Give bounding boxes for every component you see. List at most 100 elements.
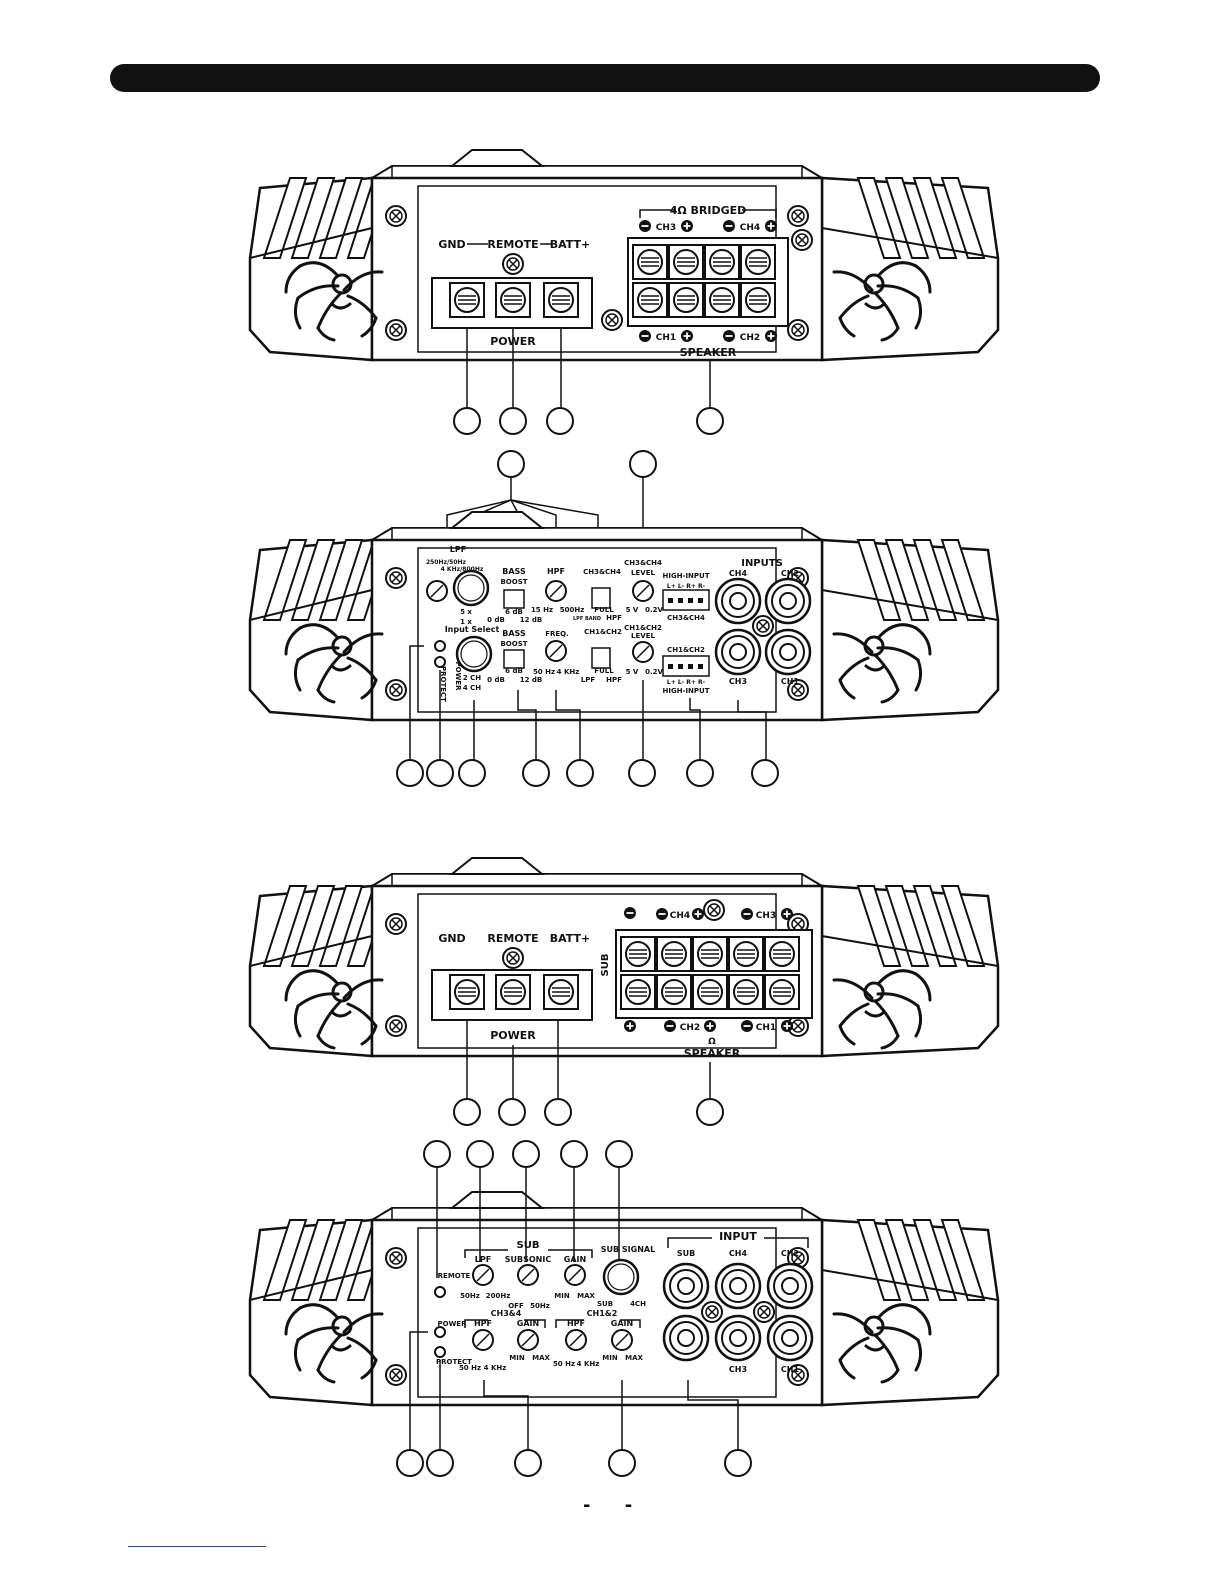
speaker-terminal-icon [632, 244, 668, 280]
heatsink-cap [449, 149, 545, 167]
screw-icon [385, 567, 407, 589]
protect-led [434, 1346, 446, 1358]
callout-circle [426, 759, 454, 787]
heatsink-fin [884, 885, 930, 967]
hz200-label: 200Hz [486, 1292, 511, 1300]
remote-led [434, 1286, 446, 1298]
heatsink-fin [856, 539, 902, 621]
minus-icon [655, 907, 669, 921]
speaker-terminal-icon [704, 282, 740, 318]
connector-pin [698, 664, 703, 669]
high-input-label: HIGH-INPUT [662, 687, 709, 695]
subsonic-knob [517, 1264, 539, 1286]
remote-led-label: REMOTE [438, 1272, 471, 1280]
db6-label: 6 dB [505, 608, 523, 616]
hpf-switch-label: HPF [606, 614, 622, 622]
input-ch3-label: CH3 [729, 1365, 747, 1374]
hpf-label: HPF [567, 1319, 585, 1328]
bass-boost-switch [503, 649, 525, 669]
callout-circle [498, 1098, 526, 1126]
hpf-label: HPF [547, 567, 565, 576]
heatsink-fin [912, 1219, 958, 1301]
heatsink-fin [884, 539, 930, 621]
power-led [434, 1326, 446, 1338]
off-label: OFF [508, 1302, 524, 1310]
min-label: MIN [509, 1354, 525, 1362]
ch2-label: CH2 [680, 1023, 700, 1033]
callout-circle [605, 1140, 633, 1168]
high-input-connector [662, 589, 710, 611]
bracket [764, 1237, 809, 1248]
power-led [434, 640, 446, 652]
khz4-label: 4 KHz [557, 668, 580, 676]
min-label: MIN [602, 1354, 618, 1362]
gnd-label: GND [438, 932, 465, 945]
bridged-label: 4Ω BRIDGED [670, 204, 747, 217]
speaker-terminal-icon [728, 974, 764, 1010]
db6-label: 6 dB [505, 667, 523, 675]
screw-icon [385, 319, 407, 341]
callout-circle [544, 1098, 572, 1126]
lr-label: L+ L- R+ R- [667, 679, 706, 686]
heatsink-fin [856, 885, 902, 967]
ch4-label: CH4 [740, 223, 760, 233]
input-ch4-label: CH4 [729, 569, 748, 578]
max-label: MAX [532, 1354, 550, 1362]
filter-mode-switch [591, 587, 611, 609]
sub-lpf-knob [472, 1264, 494, 1286]
high-input-label: HIGH-INPUT [662, 572, 709, 580]
rca-ch1-jack [766, 1314, 814, 1362]
batt-terminal-icon [543, 282, 579, 318]
heatsink-fin [940, 177, 986, 259]
connector-pin [678, 664, 683, 669]
max-label: MAX [625, 1354, 643, 1362]
callout-circle [499, 407, 527, 435]
bracket [548, 1249, 593, 1258]
heatsink-fin [940, 539, 986, 621]
gnd-terminal-icon [449, 282, 485, 318]
ch12-high-label: CH1&CH2 [667, 646, 705, 654]
speaker-terminal-icon [728, 936, 764, 972]
speaker-terminal-icon [632, 282, 668, 318]
speaker-terminal-icon [764, 974, 800, 1010]
leader-line [737, 700, 767, 760]
full-label: FULL [594, 667, 614, 675]
bracket [464, 1249, 508, 1258]
footer-link-underline [128, 1546, 266, 1547]
screw-icon [701, 1301, 723, 1323]
bracket [464, 1319, 488, 1328]
callout-circle [751, 759, 779, 787]
callout-circle [608, 1449, 636, 1477]
ch34-high-label: CH3&CH4 [667, 614, 705, 622]
filter-mode-switch [591, 647, 611, 669]
input-ch2-label: CH2 [781, 569, 799, 578]
heatsink-fin [262, 1219, 308, 1301]
gnd-label: GND [438, 238, 465, 251]
callout-circle [423, 1140, 451, 1168]
plus-icon [680, 219, 694, 233]
gnd-terminal-icon [449, 974, 485, 1010]
ch34-gain-knob [517, 1329, 539, 1351]
db0-label: 0 dB [487, 676, 505, 684]
screw-icon [787, 205, 809, 227]
speaker-terminal-icon [668, 244, 704, 280]
protect-led-label: PROTECT [436, 1358, 472, 1366]
hz50-label: 50Hz [460, 1292, 480, 1300]
hz50-label: 50 Hz [459, 1364, 481, 1372]
gain-label: GAIN [611, 1319, 633, 1328]
khz4-label: 4 KHz [577, 1360, 600, 1368]
hz50-label: 50 Hz [553, 1360, 575, 1368]
minus-icon [722, 329, 736, 343]
lpf-label: LPF [475, 1255, 491, 1264]
4ch-label: 4 CH [463, 684, 481, 692]
screw-icon [385, 1015, 407, 1037]
heatsink-fin [290, 177, 336, 259]
wing-edge [249, 589, 373, 621]
speaker-terminal-icon [764, 936, 800, 972]
plus-icon [680, 329, 694, 343]
rca-sub-jack [662, 1262, 710, 1310]
remote-terminal-icon [495, 282, 531, 318]
level-label: LEVEL [631, 632, 655, 640]
ch12-gain-knob [611, 1329, 633, 1351]
v5-label: 5 V [626, 606, 639, 614]
